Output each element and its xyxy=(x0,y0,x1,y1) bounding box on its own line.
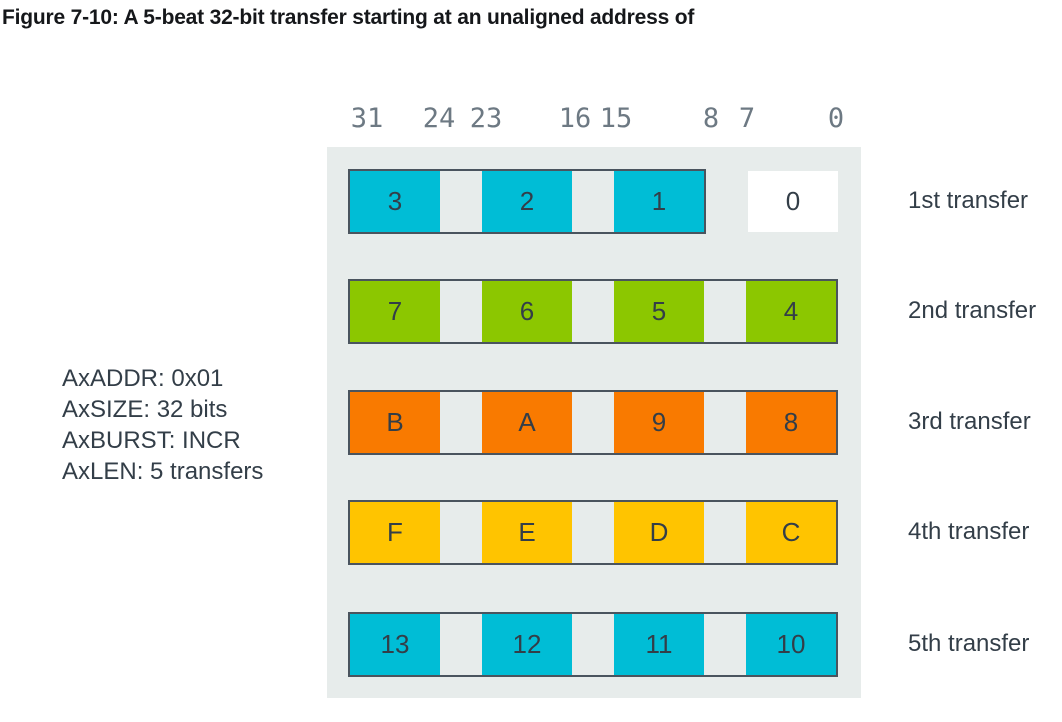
byte-cell: D xyxy=(614,502,704,563)
transfer-3-beat: B A 9 8 xyxy=(348,390,838,455)
transfer-5-beat: 13 12 11 10 xyxy=(348,612,838,677)
byte-cell: 11 xyxy=(614,614,704,675)
byte-cell: F xyxy=(350,502,440,563)
byte-lane-panel: 3 2 1 0 7 6 5 4 B A 9 8 F E D C 13 12 11… xyxy=(327,147,861,698)
param-axsize: AxSIZE: 32 bits xyxy=(62,396,228,423)
byte-cell: 12 xyxy=(482,614,572,675)
bit-label-24: 24 xyxy=(422,103,456,134)
transfer-2-label: 2nd transfer xyxy=(908,297,1037,324)
transfer-1-label: 1st transfer xyxy=(908,187,1029,214)
unwritten-byte-cell: 0 xyxy=(748,171,838,232)
bit-label-0: 0 xyxy=(827,103,845,134)
transfer-2-beat: 7 6 5 4 xyxy=(348,279,838,344)
byte-cell: A xyxy=(482,392,572,453)
byte-cell: 7 xyxy=(350,281,440,342)
transfer-4-label: 4th transfer xyxy=(908,518,1030,545)
byte-cell: 1 xyxy=(614,171,704,232)
byte-cell: E xyxy=(482,502,572,563)
burst-parameters: AxADDR: 0x01 AxSIZE: 32 bits AxBURST: IN… xyxy=(62,363,263,487)
byte-cell: 4 xyxy=(746,281,836,342)
transfer-1-beat: 3 2 1 xyxy=(348,169,706,234)
byte-cell: C xyxy=(746,502,836,563)
byte-cell: 10 xyxy=(746,614,836,675)
byte-cell: 3 xyxy=(350,171,440,232)
param-axburst: AxBURST: INCR xyxy=(62,427,241,454)
bit-label-7: 7 xyxy=(738,103,756,134)
transfer-3-label: 3rd transfer xyxy=(908,408,1031,435)
byte-cell: 13 xyxy=(350,614,440,675)
byte-cell: 8 xyxy=(746,392,836,453)
bit-label-16: 16 xyxy=(558,103,592,134)
bit-label-23: 23 xyxy=(469,103,503,134)
bit-label-31: 31 xyxy=(350,103,384,134)
param-axlen: AxLEN: 5 transfers xyxy=(62,458,264,485)
param-axaddr: AxADDR: 0x01 xyxy=(62,365,224,392)
byte-cell: 2 xyxy=(482,171,572,232)
byte-cell: 5 xyxy=(614,281,704,342)
byte-cell: 6 xyxy=(482,281,572,342)
figure-title: Figure 7-10: A 5-beat 32-bit transfer st… xyxy=(2,6,695,29)
bit-label-15: 15 xyxy=(599,103,633,134)
byte-cell: B xyxy=(350,392,440,453)
transfer-5-label: 5th transfer xyxy=(908,630,1030,657)
transfer-4-beat: F E D C xyxy=(348,500,838,565)
byte-cell: 9 xyxy=(614,392,704,453)
bit-label-8: 8 xyxy=(702,103,720,134)
bit-index-ruler: 31 24 23 16 15 8 7 0 xyxy=(0,103,1062,134)
